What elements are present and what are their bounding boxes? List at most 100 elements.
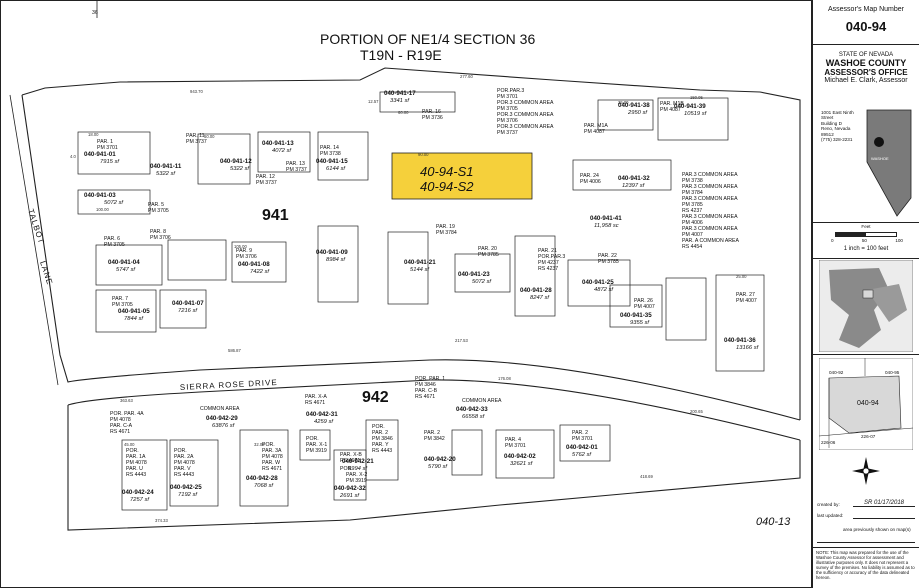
- parcel-plat-ref: PAR. 5: [148, 202, 164, 208]
- created-by-label: created by:: [817, 502, 840, 507]
- dimension-label: 200.65: [690, 409, 703, 414]
- parcel-plat-ref: PAR. 14: [320, 145, 339, 151]
- inset-label-040-95: 040-95: [885, 370, 900, 375]
- parcel-number: 040-942-02: [504, 453, 536, 460]
- parcel-area: 7216 sf: [178, 308, 198, 314]
- parcel-plat-ref: PAR. 3A: [262, 448, 282, 454]
- parcel-plat-ref: PM 4078: [126, 460, 147, 466]
- parcel-number: 040-942-29: [206, 415, 238, 422]
- parcel-plat-ref: PAR. M1B: [660, 101, 684, 107]
- highlighted-parcel[interactable]: [391, 152, 533, 200]
- parcel-number: 040-941-17: [384, 90, 416, 97]
- common-area-note: PAR.3 COMMON AREA: [682, 196, 738, 202]
- parcel-area: 7844 sf: [124, 316, 144, 322]
- parcel-number: 040-942-33: [456, 406, 488, 413]
- dimension-label: 100.00: [96, 207, 109, 212]
- road-sierra-rose-label: SIERRA ROSE DRIVE: [180, 378, 278, 392]
- parcel-area: 5790 sf: [428, 464, 448, 470]
- common-area-note: COMMON AREA: [462, 398, 502, 404]
- scale-tick: 50: [861, 238, 867, 243]
- dimension-label: 25.00: [736, 274, 747, 279]
- dimension-label: 363.63: [120, 398, 133, 403]
- block-942-label: 942: [362, 389, 389, 406]
- dimension-label: 374.33: [155, 518, 168, 523]
- parcel-map[interactable]: 36 40-94-S1 40-94-S2: [0, 0, 812, 588]
- parcel-plat-ref: PAR. 2A: [174, 454, 194, 460]
- common-area-note: PAR.3 COMMON AREA: [682, 214, 738, 220]
- dimension-label: 4.0: [70, 154, 76, 159]
- parcel-plat-ref: PAR. 2: [424, 430, 440, 436]
- common-area-note: RS 4237: [682, 208, 702, 214]
- common-area-note: PAR. X-2: [346, 472, 367, 478]
- parcel-number: 040-941-35: [620, 312, 652, 319]
- parcel-plat-ref: PAR. 27: [736, 292, 755, 298]
- scale-tick: 100: [895, 238, 903, 243]
- parcel-plat-ref: PAR. 19: [436, 224, 455, 230]
- parcel-plat-ref: PM 3784: [436, 230, 457, 236]
- block-941-label: 941: [262, 207, 289, 224]
- parcel-plat-ref: PAR. 22: [598, 253, 617, 259]
- parcel-plat-ref: PM 3842: [424, 436, 445, 442]
- previously-shown-field: [817, 542, 915, 543]
- common-area-note: RS 4454: [682, 244, 702, 250]
- parcel-plat-ref: RS 4671: [415, 394, 435, 400]
- parcel-labels: PAR. 1 PM 3701 040-941-01 7915 sf 040-94…: [84, 90, 760, 503]
- dimension-label: 277.60: [460, 74, 473, 79]
- parcel-plat-ref: PM 3737: [256, 180, 277, 186]
- dimension-label: 50.00: [204, 134, 215, 139]
- parcel-plat-ref: PAR. 20: [478, 246, 497, 252]
- parcel-plat-ref: PM 4007: [634, 304, 655, 310]
- parcel-plat-ref: PAR. 12: [256, 174, 275, 180]
- parcel-area: 7257 sf: [130, 497, 150, 503]
- parcel-number: 040-942-31: [306, 411, 338, 418]
- parcel-plat-ref: PAR. 2: [572, 430, 588, 436]
- map-drawing: 36 40-94-S1 40-94-S2: [0, 0, 812, 588]
- common-area-note: PAR. C-A: [110, 423, 133, 429]
- parcel-number: 040-941-03: [84, 192, 116, 199]
- parcel-plat-ref: PM 3701: [572, 436, 593, 442]
- parcel-area: 7915 sf: [100, 159, 120, 165]
- parcel-plat-ref: POR. PAR. 1: [415, 376, 445, 382]
- map-title: PORTION OF NE1/4 SECTION 36: [320, 31, 535, 47]
- parcel-plat-ref: PAR. V: [174, 466, 191, 472]
- dimension-label: 150.05: [690, 95, 703, 100]
- parcel-plat-ref: PAR. M1A: [584, 123, 608, 129]
- parcel-number: 040-942-20: [424, 456, 456, 463]
- talbot-lane-edge: [9, 94, 59, 386]
- map-number: 040-94: [845, 19, 887, 34]
- parcel-plat-ref: PAR. 4: [505, 437, 521, 443]
- common-area-note: PM 4007: [682, 232, 703, 238]
- parcel-number: 040-942-01: [566, 444, 598, 451]
- common-area-note: RS 4671: [110, 429, 130, 435]
- parcel-plat-ref: POR.: [372, 424, 385, 430]
- parcel-area: 7422 sf: [250, 269, 270, 275]
- parcel-number: 040-941-05: [118, 308, 150, 315]
- parcel-number: 040-942-25: [170, 484, 202, 491]
- parcel-area: 8247 sf: [530, 295, 550, 301]
- road-talbot-label: TALBOT: [26, 208, 46, 246]
- parcel-area: 2950 sf: [627, 110, 648, 116]
- dimension-label: 586.87: [228, 348, 241, 353]
- parcel-area: 8984 sf: [326, 257, 346, 263]
- parcel-area: 10519 sf: [684, 111, 708, 117]
- common-area-note: POR.PAR.3: [497, 88, 524, 94]
- parcel-plat-ref: PAR. C-B: [415, 388, 438, 394]
- parcel-number: 040-942-32: [334, 485, 366, 492]
- parcel-plat-ref: PAR. 21: [538, 248, 557, 254]
- parcel-plat-ref: RS 4443: [126, 472, 146, 478]
- north-ref-marker: 36: [92, 0, 98, 18]
- parcel-number: 040-941-07: [172, 300, 204, 307]
- parcel-area: 5072 sf: [472, 279, 492, 285]
- parcel-number: 040-941-39: [674, 103, 706, 110]
- parcel-plat-ref: PAR. 1: [97, 139, 113, 145]
- parcel-number: 040-942-24: [122, 489, 154, 496]
- parcel-area: 6144 sf: [326, 166, 346, 172]
- parcel-area: 5994 sf: [348, 466, 368, 472]
- parcel-plat-ref: PM 3701: [97, 145, 118, 151]
- dimension-label: 217.53: [455, 338, 468, 343]
- scale-label: Feet: [861, 224, 871, 229]
- parcel-outlines: [77, 91, 765, 511]
- dimension-label: 18.00: [88, 132, 99, 137]
- common-area-note: POR. PAR. 4A: [110, 411, 144, 417]
- common-area-note: POR.3 COMMON AREA: [497, 112, 554, 118]
